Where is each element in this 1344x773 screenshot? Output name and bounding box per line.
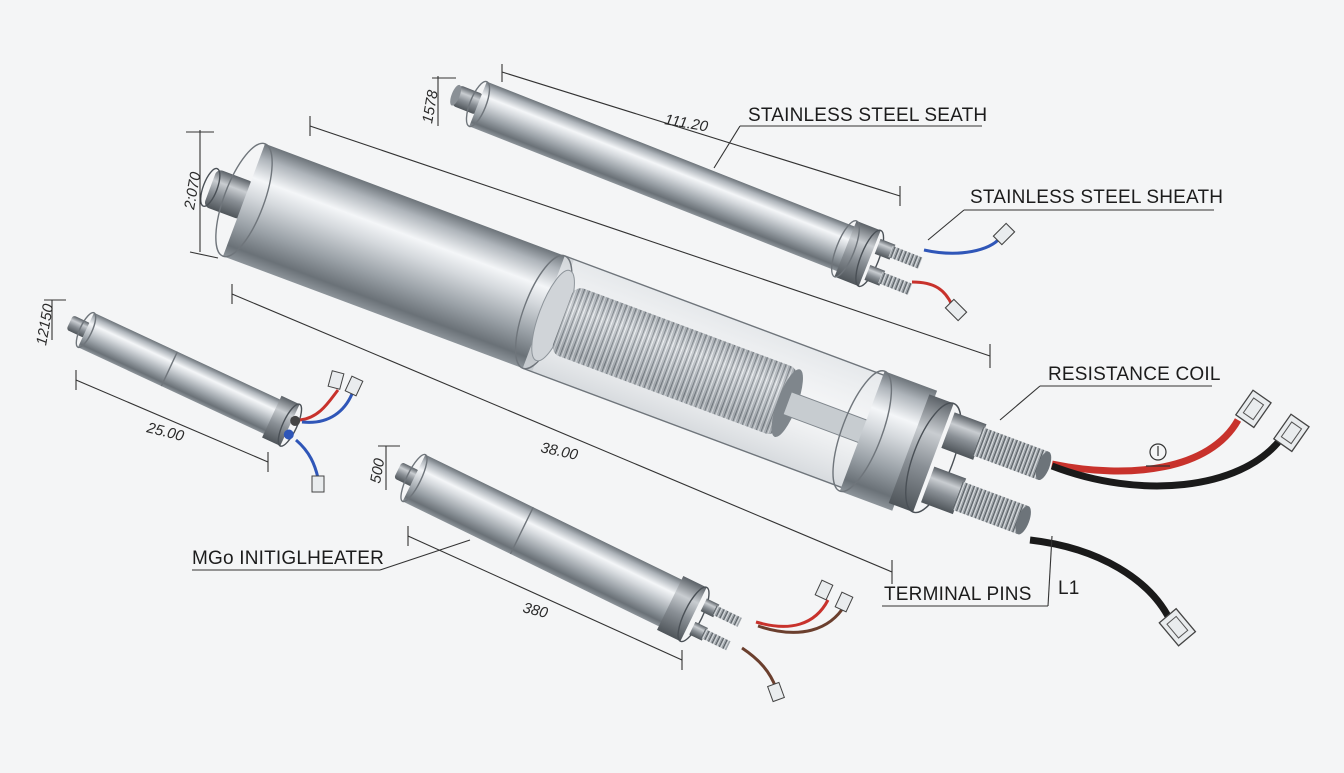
leader-lines — [192, 125, 1214, 607]
dim-bottom-length: 380 — [521, 599, 550, 622]
left-heater-wires — [295, 370, 364, 493]
left-wire-red — [299, 389, 340, 422]
bottom-heater — [394, 453, 742, 651]
bottom-wire-brown-lower — [741, 646, 778, 689]
top-connector-blue — [992, 222, 1016, 246]
main-wire-red — [1051, 418, 1242, 475]
main-heater-wires — [1029, 389, 1310, 647]
bottom-sheath-body — [402, 454, 687, 629]
main-connector-red — [1234, 389, 1272, 429]
main-heater — [199, 142, 1052, 535]
left-sheath-body — [77, 312, 285, 436]
dim-top-diameter: 1578 — [419, 88, 442, 124]
dimension-lines — [44, 64, 991, 670]
top-sheath-body — [469, 81, 859, 273]
main-end-cap — [839, 371, 938, 511]
bottom-wire-red — [755, 599, 830, 628]
dim-left-length: 25.00 — [144, 419, 186, 445]
dim-left-diameter: 12150 — [33, 302, 57, 347]
left-wire-blue-upper — [301, 393, 354, 424]
top-end-cap — [834, 220, 881, 287]
main-wire-black-upper — [1050, 437, 1283, 490]
main-connector-black — [1272, 413, 1310, 453]
callout-mgo-heater: MGo INITIGLHEATER — [192, 548, 384, 569]
left-heater — [67, 311, 303, 447]
callout-stainless-steel-sheath: STAINLESS STEEL SHEATH — [970, 187, 1223, 208]
bottom-end-stub — [394, 463, 419, 486]
main-end-stub — [204, 170, 254, 219]
callout-stainless-steel-seath: STAINLESS STEEL SEATH — [748, 105, 987, 126]
top-heater-wires — [911, 222, 1016, 322]
left-wire-blue-lower — [295, 438, 320, 479]
main-terminal-pin-upper — [941, 412, 1052, 481]
callout-terminal-pins: TERMINAL PINS — [884, 584, 1032, 605]
bottom-end-cap — [657, 575, 707, 642]
dim-top-length: 111.20 — [663, 111, 710, 135]
bottom-heater-wires — [741, 579, 854, 703]
top-wire-red — [911, 280, 954, 306]
callout-l1: L1 — [1058, 578, 1080, 599]
dim-main-length: 38.00 — [539, 439, 580, 464]
main-connector-lower — [1158, 607, 1197, 647]
bottom-wire-brown-upper — [757, 604, 847, 634]
callout-resistance-coil: RESISTANCE COIL — [1048, 364, 1221, 385]
dim-bottom-diameter: 500 — [367, 456, 388, 484]
top-wire-blue — [923, 236, 1002, 255]
dim-main-diameter: 2:070 — [181, 170, 205, 212]
main-wire-black-lower — [1029, 536, 1174, 622]
ground-symbol-icon — [1146, 443, 1170, 467]
main-sheath-body — [222, 143, 575, 372]
main-terminal-pin-lower — [921, 466, 1031, 535]
top-heater — [450, 80, 923, 295]
left-end-cap — [262, 395, 300, 446]
top-connector-red — [944, 298, 968, 322]
